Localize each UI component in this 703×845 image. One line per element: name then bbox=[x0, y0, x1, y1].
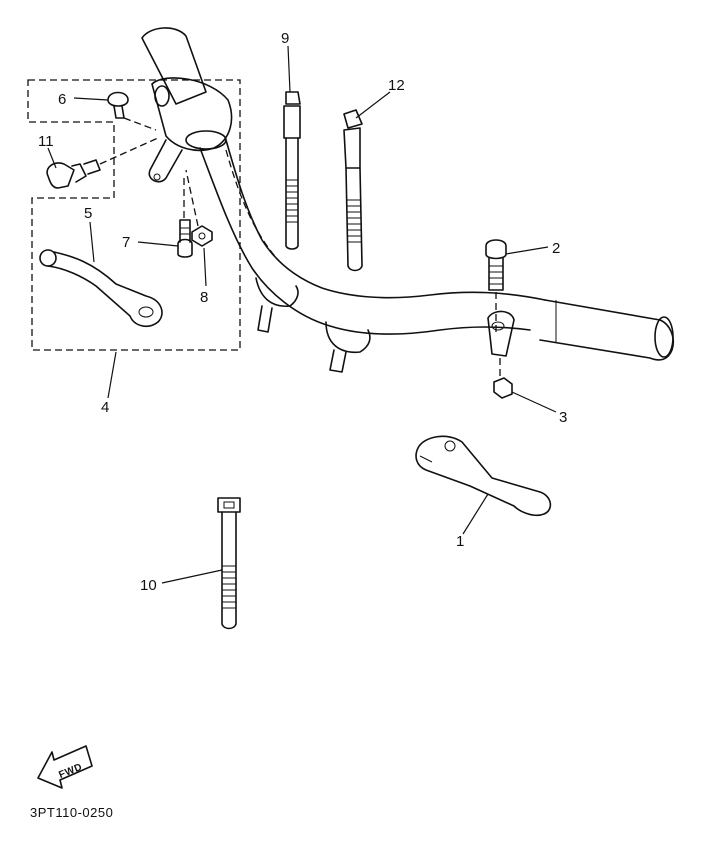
callout-9: 9 bbox=[281, 30, 289, 47]
part-9-cable-tie bbox=[283, 91, 301, 250]
part-12-cable-tie bbox=[343, 109, 363, 272]
callout-10: 10 bbox=[140, 577, 157, 594]
part-6-screw bbox=[107, 91, 157, 131]
part-5-lever bbox=[39, 249, 163, 328]
callout-5: 5 bbox=[84, 205, 92, 222]
part-7-bolt bbox=[177, 176, 193, 258]
part-11-bolt bbox=[46, 137, 159, 189]
callout-4: 4 bbox=[101, 399, 109, 416]
callout-7: 7 bbox=[122, 234, 130, 251]
part-3-nut bbox=[493, 358, 513, 399]
part-1-lever bbox=[415, 435, 552, 517]
callout-3: 3 bbox=[559, 409, 567, 426]
assembly-outline bbox=[27, 79, 241, 351]
handlebar bbox=[141, 27, 675, 373]
callout-1: 1 bbox=[456, 533, 464, 550]
callout-8: 8 bbox=[200, 289, 208, 306]
callout-labels: 1 2 3 4 5 6 7 8 9 10 11 12 bbox=[38, 30, 567, 594]
fwd-arrow-icon: FWD bbox=[37, 745, 93, 789]
part-10-cable-tie bbox=[217, 497, 241, 630]
drawing-code: 3PT110-0250 bbox=[30, 805, 113, 820]
callout-6: 6 bbox=[58, 91, 66, 108]
leader-lines bbox=[47, 45, 557, 584]
part-8-nut bbox=[185, 169, 213, 247]
callout-2: 2 bbox=[552, 240, 560, 257]
callout-11: 11 bbox=[38, 133, 54, 150]
fwd-label: FWD bbox=[57, 762, 84, 781]
callout-12: 12 bbox=[388, 77, 405, 94]
